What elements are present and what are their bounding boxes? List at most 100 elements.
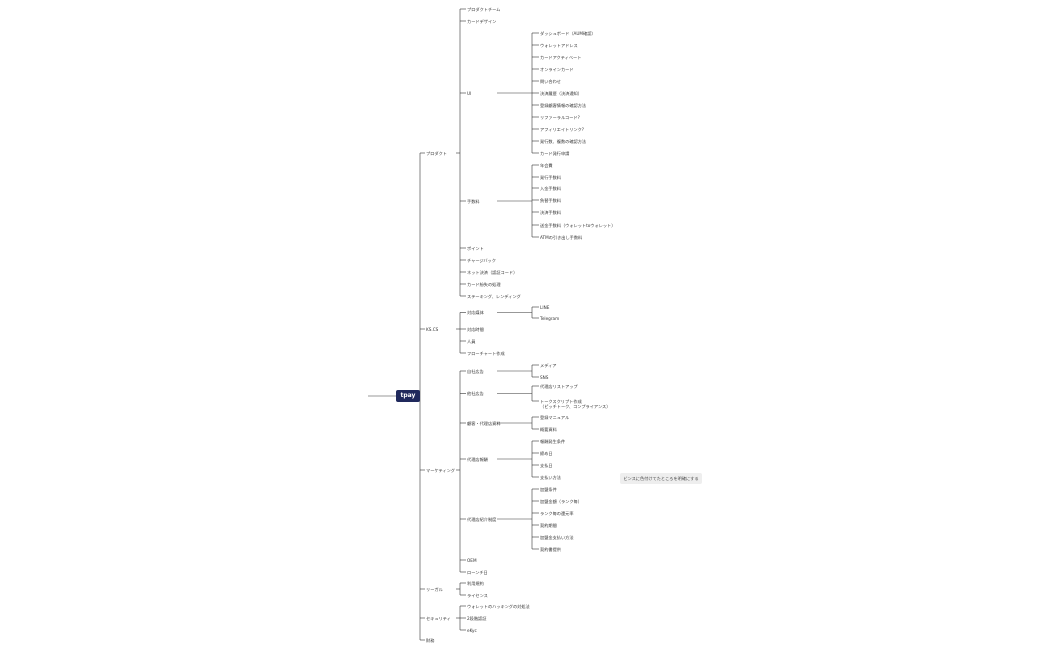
- node-label: 財務: [426, 637, 435, 643]
- node-label: 顧客・代理店資料: [467, 420, 501, 426]
- topic-node[interactable]: 人員: [467, 339, 475, 344]
- branch-node[interactable]: KS.CS: [426, 327, 438, 332]
- node-label: ランク毎の還元率: [540, 510, 574, 516]
- subtopic-node[interactable]: 登録顧客情報の確認方法: [540, 103, 586, 108]
- topic-node[interactable]: 代理店報酬: [467, 457, 488, 462]
- topic-node[interactable]: カードデザイン: [467, 19, 496, 24]
- node-label: メディア: [540, 362, 557, 368]
- topic-node[interactable]: ポイント: [467, 246, 484, 251]
- topic-node[interactable]: 顧客・代理店資料: [467, 421, 501, 426]
- subtopic-node[interactable]: 問い合わせ: [540, 79, 561, 84]
- branch-node[interactable]: 財務: [426, 638, 434, 643]
- subtopic-node[interactable]: ウォレットアドレス: [540, 43, 578, 48]
- subtopic-node[interactable]: 送金手数料（ウォレットtoウォレット）: [540, 223, 615, 228]
- subtopic-node[interactable]: 契約書提供: [540, 547, 561, 552]
- topic-node[interactable]: 対応媒体: [467, 310, 484, 315]
- node-label: 代理店報酬: [467, 456, 488, 462]
- node-label: ウォレットアドレス: [540, 42, 578, 48]
- subtopic-node[interactable]: カード発行申請: [540, 151, 569, 156]
- subtopic-node[interactable]: 代理店リストアップ: [540, 384, 578, 389]
- subtopic-node[interactable]: メディア: [540, 363, 556, 368]
- subtopic-node[interactable]: 報酬発生条件: [540, 439, 565, 444]
- node-label: トークスクリプト作成 （ピッチトーク、コンプライアンス）: [540, 398, 611, 409]
- node-label: 手数料: [467, 198, 480, 204]
- topic-node[interactable]: ウォレットのハッキングの対処法: [467, 604, 530, 609]
- node-label: 概要資料: [540, 426, 557, 432]
- subtopic-node[interactable]: カードアクティベート: [540, 55, 581, 60]
- subtopic-node[interactable]: オンラインカード: [540, 67, 574, 72]
- node-label: 支払日: [540, 462, 553, 468]
- node-label: 対応時間: [467, 326, 484, 332]
- branch-node[interactable]: マーケティング: [426, 468, 455, 473]
- branch-node[interactable]: プロダクト: [426, 151, 447, 156]
- subtopic-node[interactable]: リファーラルコード?: [540, 115, 580, 120]
- node-label: eKyc: [467, 627, 477, 633]
- node-label: 2段階認証: [467, 615, 487, 621]
- topic-node[interactable]: 代理店紹介制度: [467, 517, 496, 522]
- root-node[interactable]: tpay: [396, 390, 420, 402]
- node-label: SNS: [540, 374, 549, 380]
- topic-node[interactable]: OEM: [467, 558, 477, 563]
- subtopic-node[interactable]: LINE: [540, 305, 549, 310]
- topic-node[interactable]: ローンチ日: [467, 570, 488, 575]
- floating-note[interactable]: ビンスに色付けてたところを明確にする: [620, 473, 702, 484]
- node-label: 契約期間: [540, 522, 557, 528]
- node-label: 発行手数料: [540, 174, 561, 180]
- subtopic-node[interactable]: 加盟条件: [540, 487, 557, 492]
- node-label: 決済履歴（決済通知）: [540, 90, 582, 96]
- subtopic-node[interactable]: 支払日: [540, 463, 553, 468]
- subtopic-node[interactable]: ATMの引き出し手数料: [540, 235, 582, 240]
- node-label: 代理店紹介制度: [467, 516, 497, 522]
- topic-node[interactable]: カード紛失の処理: [467, 282, 501, 287]
- subtopic-node[interactable]: 発行数、複数の確認方法: [540, 139, 586, 144]
- branch-node[interactable]: リーガル: [426, 587, 443, 592]
- node-label: 締め日: [540, 450, 553, 456]
- node-label: ダッシュボード（AUM確認）: [540, 30, 596, 36]
- subtopic-node[interactable]: 年会費: [540, 163, 553, 168]
- topic-node[interactable]: 手数料: [467, 199, 480, 204]
- node-label: 加盟金支払い方法: [540, 534, 574, 540]
- topic-node[interactable]: 対応時間: [467, 327, 484, 332]
- topic-node[interactable]: 他社広告: [467, 391, 484, 396]
- topic-node[interactable]: ライセンス: [467, 593, 488, 598]
- topic-node[interactable]: プロダクトチーム: [467, 7, 500, 12]
- topic-node[interactable]: チャージバック: [467, 258, 496, 263]
- node-label: 他社広告: [467, 391, 484, 396]
- node-label: 契約書提供: [540, 546, 561, 552]
- subtopic-node[interactable]: 契約期間: [540, 523, 557, 528]
- subtopic-node[interactable]: SNS: [540, 375, 548, 380]
- subtopic-node[interactable]: 支払い方法: [540, 475, 561, 480]
- subtopic-node[interactable]: ランク毎の還元率: [540, 511, 574, 516]
- node-label: 加盟金額（ランク毎）: [540, 498, 582, 504]
- subtopic-node[interactable]: 加盟金支払い方法: [540, 535, 574, 540]
- subtopic-node[interactable]: 決済履歴（決済通知）: [540, 91, 582, 96]
- topic-node[interactable]: フローチャート作成: [467, 351, 505, 356]
- topic-node[interactable]: ステーキング、レンディング: [467, 294, 521, 299]
- node-label: ステーキング、レンディング: [467, 293, 521, 299]
- node-label: 年会費: [540, 162, 553, 168]
- topic-node[interactable]: UI: [467, 91, 471, 96]
- subtopic-node[interactable]: 加盟金額（ランク毎）: [540, 499, 582, 504]
- node-label: プロダクトチーム: [467, 6, 501, 12]
- node-label: マーケティング: [426, 467, 455, 473]
- subtopic-node[interactable]: 負替手数料: [540, 198, 561, 203]
- subtopic-node[interactable]: 登録マニュアル: [540, 415, 569, 420]
- subtopic-node[interactable]: トークスクリプト作成 （ピッチトーク、コンプライアンス）: [540, 399, 610, 409]
- subtopic-node[interactable]: ダッシュボード（AUM確認）: [540, 31, 596, 36]
- subtopic-node[interactable]: 締め日: [540, 451, 553, 456]
- topic-node[interactable]: 利用規約: [467, 581, 484, 586]
- topic-node[interactable]: 自社広告: [467, 369, 484, 374]
- node-label: 問い合わせ: [540, 78, 561, 84]
- branch-node[interactable]: セキュリティ: [426, 616, 451, 621]
- subtopic-node[interactable]: 決済手数料: [540, 210, 561, 215]
- node-label: 利用規約: [467, 580, 484, 586]
- subtopic-node[interactable]: 入金手数料: [540, 186, 561, 191]
- topic-node[interactable]: ネット決済（認証コード）: [467, 270, 517, 275]
- node-label: フローチャート作成: [467, 350, 505, 356]
- topic-node[interactable]: eKyc: [467, 628, 477, 633]
- subtopic-node[interactable]: 概要資料: [540, 427, 557, 432]
- topic-node[interactable]: 2段階認証: [467, 616, 486, 621]
- subtopic-node[interactable]: Telegram: [540, 316, 559, 321]
- subtopic-node[interactable]: アフィリエイトリンク?: [540, 127, 584, 132]
- subtopic-node[interactable]: 発行手数料: [540, 175, 561, 180]
